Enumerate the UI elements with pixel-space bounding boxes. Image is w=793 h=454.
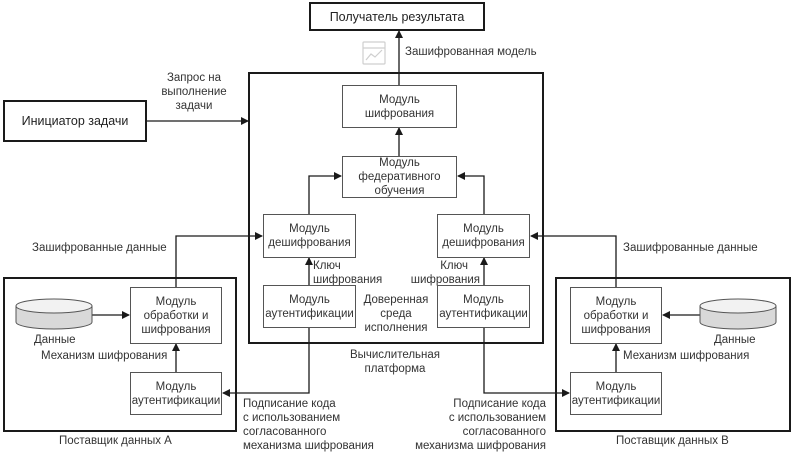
code-signing-label-left: Подписание кода с использованием согласо… — [243, 398, 374, 452]
computing-platform-box — [248, 72, 544, 344]
task-initiator-label: Инициатор задачи — [21, 114, 129, 128]
arrow-signing-right — [480, 321, 570, 397]
processing-encryption-module-a: Модуль обработки и шифрования — [130, 287, 222, 344]
encryption-module: Модуль шифрования — [342, 85, 457, 128]
data-provider-b-box — [555, 277, 791, 432]
auth-module-b: Модуль аутентификации — [570, 372, 662, 415]
result-receiver-label: Получатель результата — [329, 9, 465, 24]
data-label-b: Данные — [714, 334, 756, 346]
code-signing-label-right: Подписание кода с использованием согласо… — [415, 398, 546, 452]
task-initiator-box: Инициатор задачи — [3, 100, 147, 142]
encrypted-model-label: Зашифрованная модель — [405, 46, 537, 58]
arrow-encrypted-data-b — [530, 232, 617, 287]
data-label-a: Данные — [34, 334, 76, 346]
decryption-module-right: Модуль дешифрования — [437, 214, 530, 258]
encrypted-data-label-b: Зашифрованные данные — [623, 242, 758, 254]
arrow-signing-left — [222, 321, 313, 397]
encryption-mechanism-label-b: Механизм шифрования — [623, 350, 750, 362]
auth-module-platform-left: Модуль аутентификации — [263, 285, 356, 328]
arrow-decrypt-left-to-federated — [308, 172, 342, 214]
arrow-encrypted-data-a — [175, 232, 263, 287]
data-provider-b-label: Поставщик данных В — [616, 435, 729, 447]
database-icon-a — [15, 298, 93, 330]
database-icon-b — [699, 298, 777, 330]
data-provider-a-box — [3, 277, 237, 432]
encryption-mechanism-label-a: Механизм шифрования — [41, 350, 168, 362]
trusted-execution-environment-label: Доверенная среда исполнения — [363, 294, 429, 334]
decryption-module-left: Модуль дешифрования — [263, 214, 356, 258]
auth-module-platform-right: Модуль аутентификации — [437, 285, 530, 328]
arrow-decrypt-right-to-federated — [457, 172, 485, 214]
task-request-label: Запрос на выполнение задачи — [161, 72, 227, 112]
processing-encryption-module-b: Модуль обработки и шифрования — [570, 287, 662, 344]
encrypted-data-label-a: Зашифрованные данные — [32, 242, 167, 254]
result-receiver-box: Получатель результата — [309, 2, 485, 31]
federated-learning-module: Модуль федеративного обучения — [342, 156, 457, 198]
data-provider-a-label: Поставщик данных А — [59, 435, 172, 447]
chart-document-icon — [362, 41, 386, 65]
auth-module-a: Модуль аутентификации — [130, 372, 222, 415]
encryption-key-label-right: Ключ шифрования — [410, 260, 480, 286]
platform-label: Вычислительная платформа — [349, 349, 441, 375]
encryption-key-label-left: Ключ шифрования — [313, 260, 383, 286]
